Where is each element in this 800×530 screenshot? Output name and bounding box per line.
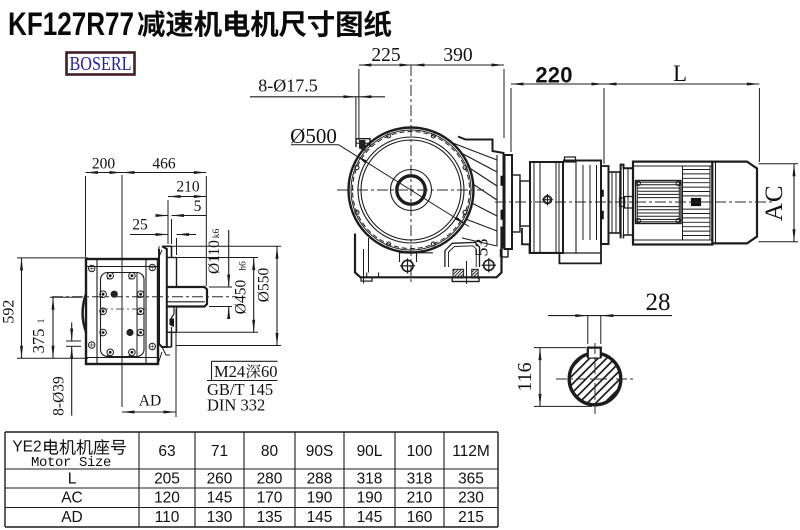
svg-text:90S: 90S xyxy=(306,443,334,460)
svg-text:466: 466 xyxy=(152,156,176,173)
svg-text:71: 71 xyxy=(211,443,228,460)
svg-text:375: 375 xyxy=(29,329,48,354)
svg-text:365: 365 xyxy=(458,471,484,488)
svg-text:130: 130 xyxy=(207,509,233,526)
svg-text:90L: 90L xyxy=(357,443,383,460)
svg-text:145: 145 xyxy=(357,509,383,526)
svg-text:1: 1 xyxy=(36,319,46,324)
svg-text:318: 318 xyxy=(357,471,383,488)
svg-text:BOSERL: BOSERL xyxy=(70,54,132,75)
svg-text:5: 5 xyxy=(194,198,202,215)
svg-text:120: 120 xyxy=(154,490,180,507)
svg-text:135: 135 xyxy=(257,509,283,526)
svg-text:L: L xyxy=(68,471,77,488)
svg-text:145: 145 xyxy=(207,490,233,507)
svg-text:145: 145 xyxy=(307,509,333,526)
svg-text:60: 60 xyxy=(261,362,278,381)
svg-text:220: 220 xyxy=(535,63,572,88)
svg-text:215: 215 xyxy=(458,509,484,526)
svg-text:210: 210 xyxy=(407,490,433,507)
svg-text:Motor Size: Motor Size xyxy=(31,455,111,471)
svg-text:225: 225 xyxy=(371,45,400,66)
svg-text:GB/T 145: GB/T 145 xyxy=(207,380,273,399)
svg-text:KF127R77: KF127R77 xyxy=(8,6,134,42)
svg-text:Ø550: Ø550 xyxy=(256,268,273,303)
svg-text:318: 318 xyxy=(407,471,433,488)
svg-text:112M: 112M xyxy=(452,443,490,460)
svg-text:25: 25 xyxy=(132,217,148,234)
svg-text:110: 110 xyxy=(155,509,180,526)
svg-text:k6: k6 xyxy=(212,229,222,239)
svg-text:AC: AC xyxy=(61,490,83,507)
svg-text:M24: M24 xyxy=(214,362,245,381)
svg-text:190: 190 xyxy=(307,490,333,507)
svg-text:260: 260 xyxy=(207,471,233,488)
svg-text:h6: h6 xyxy=(239,261,249,271)
svg-text:DIN 332: DIN 332 xyxy=(207,396,265,415)
svg-text:190: 190 xyxy=(357,490,383,507)
svg-text:63: 63 xyxy=(158,443,175,460)
svg-text:100: 100 xyxy=(407,443,433,460)
svg-text:160: 160 xyxy=(407,509,433,526)
svg-text:205: 205 xyxy=(154,471,180,488)
svg-text:80: 80 xyxy=(261,443,279,460)
svg-text:AD: AD xyxy=(61,509,83,526)
svg-text:280: 280 xyxy=(257,471,283,488)
svg-text:Ø450: Ø450 xyxy=(233,280,250,315)
svg-text:L: L xyxy=(673,61,687,86)
svg-text:28: 28 xyxy=(646,289,671,316)
svg-text:210: 210 xyxy=(176,179,200,196)
svg-text:230: 230 xyxy=(458,490,484,507)
svg-text:288: 288 xyxy=(307,471,333,488)
svg-text:AD: AD xyxy=(139,393,161,410)
svg-text:8-Ø17.5: 8-Ø17.5 xyxy=(258,76,318,96)
svg-text:116: 116 xyxy=(514,362,536,391)
svg-text:592: 592 xyxy=(1,300,18,324)
svg-text:170: 170 xyxy=(257,490,283,507)
svg-text:8-Ø39: 8-Ø39 xyxy=(51,376,68,416)
svg-text:390: 390 xyxy=(443,45,472,66)
svg-text:AC: AC xyxy=(761,184,788,221)
svg-text:53: 53 xyxy=(472,239,492,257)
svg-text:Ø110: Ø110 xyxy=(206,240,223,274)
svg-text:Ø500: Ø500 xyxy=(290,124,337,148)
svg-text:200: 200 xyxy=(92,156,116,173)
svg-text:YE2: YE2 xyxy=(12,439,41,456)
